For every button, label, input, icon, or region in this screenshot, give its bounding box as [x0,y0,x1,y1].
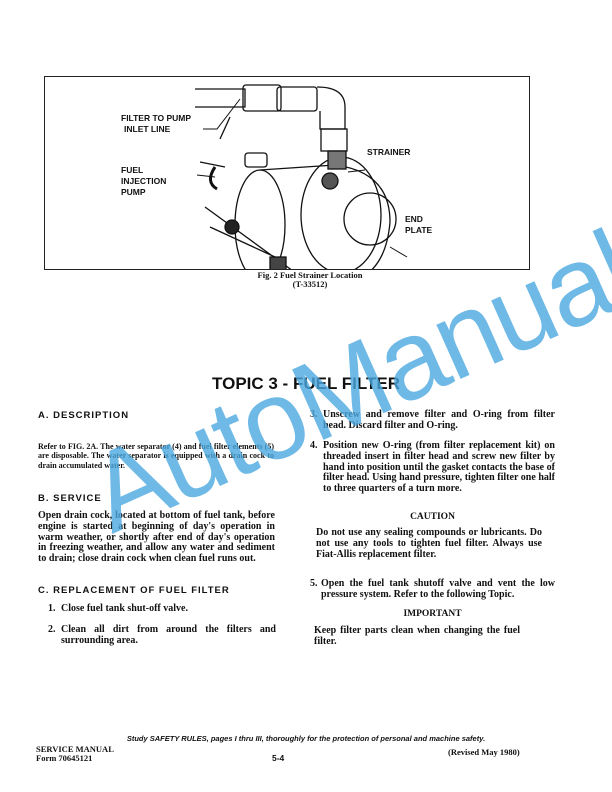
step-number: 4. [310,440,318,451]
caution-title: CAUTION [410,512,455,522]
step-2: 2. Clean all dirt from around the filter… [48,624,276,647]
figure-fuel-strainer: FILTER TO PUMP INLET LINE FUEL INJECTION… [44,76,530,270]
label-strainer: STRAINER [367,147,411,157]
section-a-text: Refer to FIG. 2A. The water separator (4… [38,442,274,470]
step-text: Close fuel tank shut-off valve. [61,603,188,614]
safety-note: Study SAFETY RULES, pages I thru III, th… [126,734,486,743]
caution-text: Do not use any sealing compounds or lubr… [316,527,542,560]
step-number: 2. [48,624,56,635]
step-text: Position new O-ring (from filter replace… [323,440,555,495]
important-title: IMPORTANT [403,609,462,619]
label-line: PLATE [405,225,433,235]
step-text: Open the fuel tank shutoff valve and ven… [321,578,555,600]
page-title: TOPIC 3 - FUEL FILTER [212,374,400,393]
label-line: FILTER TO PUMP [121,113,192,123]
label-line: INJECTION [121,176,167,186]
section-c-heading: C. REPLACEMENT OF FUEL FILTER [38,585,230,596]
step-1: 1. Close fuel tank shut-off valve. [48,603,276,615]
section-a-heading: A. DESCRIPTION [38,410,130,421]
fuel-pump-illustration [195,84,408,269]
step-number: 3. [310,409,318,420]
step-4: 4. Position new O-ring (from filter repl… [310,440,555,495]
revision-date: (Revised May 1980) [448,747,520,757]
step-5: 5. Open the fuel tank shutoff valve and … [310,578,555,601]
page-number: 5-4 [272,753,285,763]
step-number: 5. [310,578,318,589]
step-text: Unscrew and remove filter and O-ring fro… [323,409,555,431]
figure-caption: Fig. 2 Fuel Strainer Location [257,270,363,280]
label-line: FUEL [121,165,144,175]
manual-label: SERVICE MANUAL [36,744,114,754]
important-text: Keep filter parts clean when changing th… [314,625,520,647]
label-line: END [405,214,423,224]
label-filter-to-pump: FILTER TO PUMP INLET LINE [121,113,191,135]
label-line: PUMP [121,187,146,197]
figure-code: (T-33512) [292,279,328,289]
step-number: 1. [48,603,56,614]
label-end-plate: END PLATE [405,214,432,236]
step-text: Clean all dirt from around the filters a… [61,624,276,646]
label-fuel-injection-pump: FUEL INJECTION PUMP [121,165,166,198]
form-number: Form 70645121 [36,753,93,763]
section-b-text: Open drain cock, located at bottom of fu… [38,510,275,565]
label-line: INLET LINE [124,124,171,134]
section-b-heading: B. SERVICE [38,493,102,504]
step-3: 3. Unscrew and remove filter and O-ring … [310,409,555,432]
